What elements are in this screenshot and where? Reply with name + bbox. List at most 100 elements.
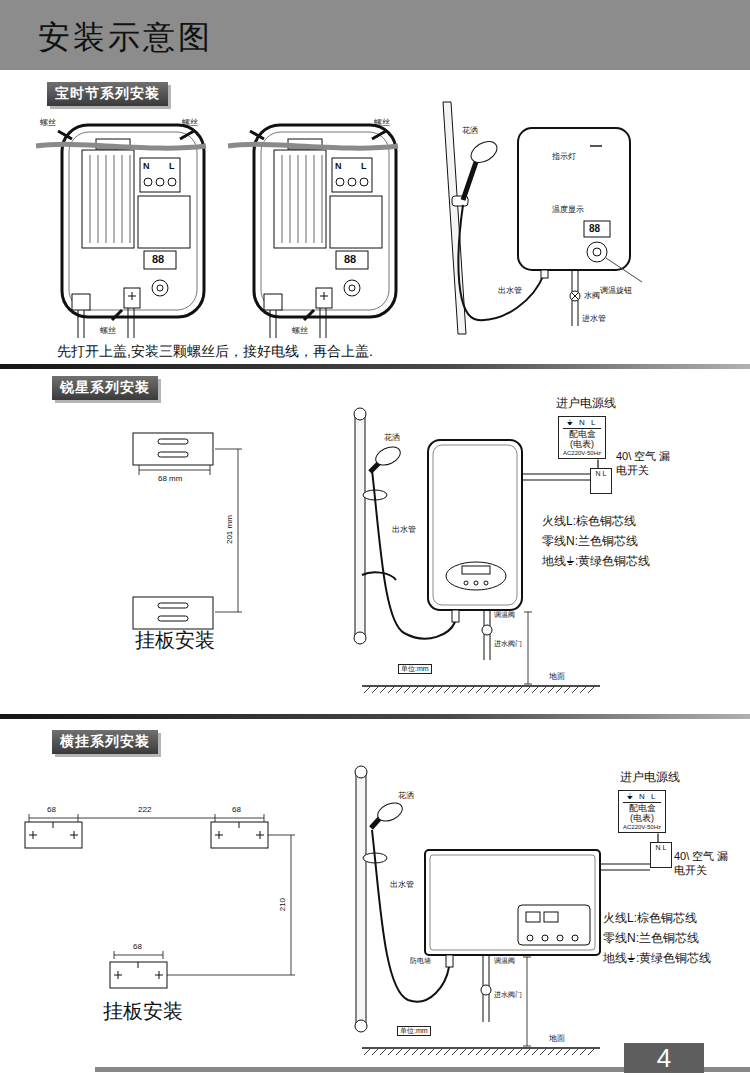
path-shape bbox=[362, 1047, 600, 1049]
hatch-line bbox=[548, 1049, 554, 1055]
part-label: 调温阀 bbox=[494, 957, 515, 965]
hatch-line bbox=[516, 1049, 522, 1055]
wiring-note: 零线N:兰色铜芯线 bbox=[603, 932, 699, 946]
mounting-plate-drawing bbox=[25, 814, 295, 988]
hatch-line bbox=[388, 1049, 394, 1055]
rect-shape bbox=[110, 962, 167, 988]
screw-label: 螺丝 bbox=[182, 118, 198, 127]
hatch-line bbox=[580, 1049, 586, 1055]
path-shape bbox=[29, 822, 78, 839]
instruction-text: 先打开上盖,安装三颗螺丝后，接好电线，再合上盖. bbox=[57, 343, 373, 359]
rect-shape bbox=[356, 770, 366, 1028]
circle-shape bbox=[527, 935, 533, 941]
rect-shape bbox=[0, 364, 750, 369]
part-label: 温度显示 bbox=[552, 205, 584, 214]
node-text: (电表) bbox=[623, 813, 661, 824]
part-label: 出水管 bbox=[498, 286, 522, 295]
part-label: 进水阀门 bbox=[494, 640, 522, 648]
hatch-line bbox=[364, 687, 370, 693]
terminal-letter: L bbox=[169, 161, 175, 171]
use-shape bbox=[36, 125, 206, 338]
screw-label: 螺丝 bbox=[292, 326, 308, 335]
hatch-line bbox=[428, 1049, 434, 1055]
path-shape bbox=[114, 962, 163, 979]
hatch-line bbox=[404, 687, 410, 693]
hatch-line bbox=[428, 687, 434, 693]
wiring-note: 地线⏚:黄绿色铜芯线 bbox=[542, 555, 650, 569]
circle-shape bbox=[593, 248, 601, 256]
circle-shape bbox=[474, 581, 478, 585]
part-label: 进水阀门 bbox=[494, 991, 522, 999]
hatch-line bbox=[588, 687, 594, 693]
path-shape bbox=[139, 465, 210, 475]
part-label: 指示灯 bbox=[552, 152, 576, 161]
path-shape bbox=[29, 814, 264, 822]
distribution-box: ⏚ N L配电盒(电表)AC220V-50Hz bbox=[558, 416, 606, 459]
part-label: 花洒 bbox=[384, 433, 400, 442]
terminal-letter: N bbox=[143, 161, 150, 171]
circle-shape bbox=[542, 935, 548, 941]
hatch-line bbox=[444, 687, 450, 693]
rect-shape bbox=[518, 128, 630, 270]
display-digits: 88 bbox=[344, 253, 356, 266]
path-shape bbox=[362, 572, 396, 580]
node-text: 横挂系列安装 bbox=[60, 733, 150, 751]
hatch-line bbox=[420, 1049, 426, 1055]
path-shape bbox=[215, 449, 242, 612]
rect-shape bbox=[211, 822, 268, 848]
hatch-line bbox=[516, 687, 522, 693]
rect-shape bbox=[584, 221, 610, 237]
dimension-label: 68 bbox=[232, 805, 241, 814]
rect-shape bbox=[544, 912, 558, 922]
mounting-plate-drawing bbox=[133, 433, 242, 629]
unit-note: 单位:mm bbox=[397, 1026, 431, 1036]
hatch-line bbox=[372, 687, 378, 693]
dimension-label: 201 mm bbox=[224, 516, 233, 545]
path-shape bbox=[114, 951, 163, 959]
circle-shape bbox=[481, 985, 491, 995]
display-digits: 88 bbox=[589, 223, 600, 235]
section-header: 宝时节系列安装 bbox=[47, 82, 168, 106]
path-shape bbox=[215, 822, 264, 839]
dimension-label: 210 bbox=[278, 898, 287, 911]
hatch-line bbox=[412, 687, 418, 693]
part-label: 调温旋钮 bbox=[600, 286, 632, 295]
part-label: 花洒 bbox=[398, 791, 414, 800]
wiring-note: 火线L:棕色铜芯线 bbox=[603, 912, 697, 926]
hatch-line bbox=[580, 687, 586, 693]
part-label: 40\ 空气 漏电开关 bbox=[674, 850, 736, 878]
rect-shape bbox=[133, 433, 213, 465]
part-label: 进户电源线 bbox=[620, 771, 680, 785]
rect-shape bbox=[433, 445, 517, 605]
path-shape bbox=[606, 258, 642, 282]
node-text: AC220V-50Hz bbox=[563, 450, 601, 457]
hatch-line bbox=[372, 1049, 378, 1055]
part-label: 防电墙 bbox=[410, 957, 431, 965]
hatch-line bbox=[460, 687, 466, 693]
hatch-line bbox=[564, 687, 570, 693]
ellipse-shape bbox=[446, 562, 506, 590]
screw-label: 螺丝 bbox=[40, 118, 56, 127]
path-shape bbox=[522, 474, 590, 480]
rect-shape bbox=[0, 714, 750, 719]
floor-label: 地面 bbox=[549, 1034, 565, 1043]
display-digits: 88 bbox=[152, 253, 164, 266]
node-text: ⏚ N L bbox=[563, 418, 601, 429]
ellipse-shape bbox=[373, 443, 403, 468]
dimension-label: 68 mm bbox=[158, 474, 182, 483]
dimension-label: 68 bbox=[47, 805, 56, 814]
node-text: 配电盒 bbox=[563, 429, 601, 440]
rect-shape bbox=[158, 452, 188, 457]
hatch-line bbox=[556, 1049, 562, 1055]
node-text: 锐星系列安装 bbox=[60, 379, 150, 397]
circle-shape bbox=[464, 581, 468, 585]
path-shape bbox=[362, 685, 600, 687]
page-number-box: 4 bbox=[624, 1043, 704, 1073]
hatch-line bbox=[436, 1049, 442, 1055]
rect-shape bbox=[541, 270, 548, 278]
path-shape bbox=[523, 957, 531, 1046]
rect-shape bbox=[425, 850, 600, 955]
ellipse-shape bbox=[375, 799, 405, 824]
rect-shape bbox=[452, 610, 459, 622]
hatch-line bbox=[556, 687, 562, 693]
